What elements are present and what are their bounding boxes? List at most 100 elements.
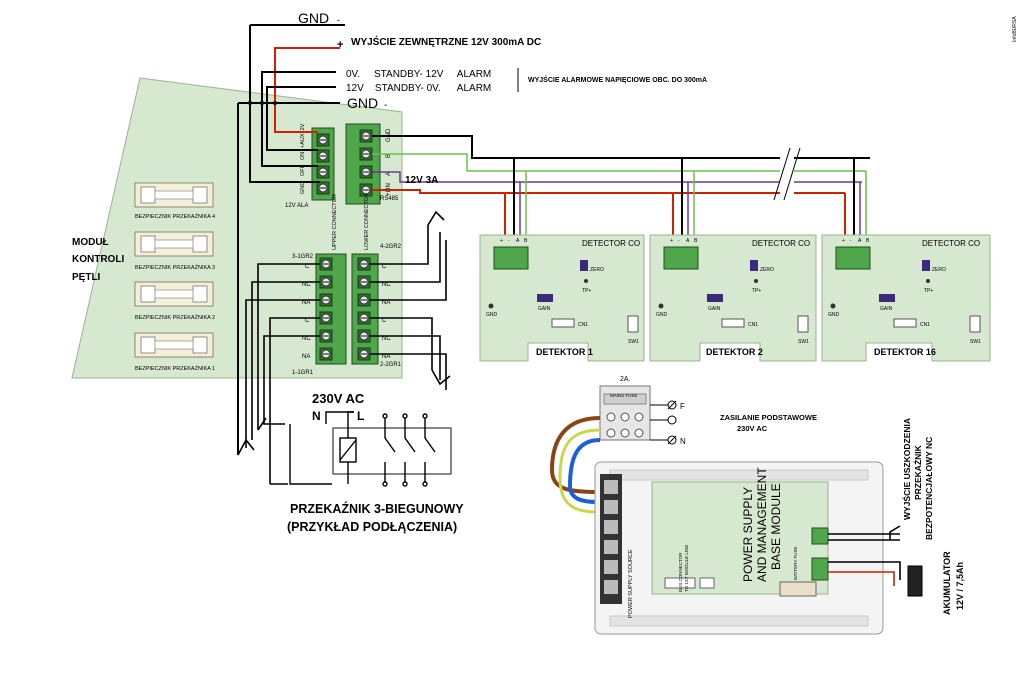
mains-n-label: N xyxy=(680,437,686,446)
mains-f-label: F xyxy=(680,402,685,411)
bus-connector-line1: BUS CONNECTOR xyxy=(678,552,683,592)
relay-right-label-4: C xyxy=(382,318,387,324)
detector-name-16: DETEKTOR 16 xyxy=(874,347,936,357)
detector-2-tp: TP+ xyxy=(752,288,761,294)
relay-left-label-2: NC xyxy=(302,282,311,288)
bus-connector-line2: TO 1ST MODULE LINE xyxy=(684,545,689,592)
aux-terminal-label-1: +AUX12V xyxy=(300,123,306,148)
battery-line2: 12V / 7,5Ah xyxy=(955,562,965,610)
relay-right-label-1: C xyxy=(382,264,387,270)
relay-left-label-5: NC xyxy=(302,336,311,342)
detector-1-gain: GAIN xyxy=(538,306,551,312)
top-wires xyxy=(237,24,345,455)
mains-supply-line1: ZASILANIE PODSTAWOWE xyxy=(720,413,817,422)
mains-fuse-label: MAINS FUSE xyxy=(610,393,638,398)
detector-16-terminal-minus: - xyxy=(850,238,852,244)
fault-output-line2: PRZEKAŹNIK xyxy=(913,444,923,500)
aux-terminal-label-4: GND xyxy=(300,182,306,194)
detector-16-sw1: SW1 xyxy=(970,339,981,345)
fuse-label-1: BEZPIECZNIK PRZEKAŹNIKA 1 xyxy=(135,365,215,372)
detector-1-terminal-plus: + xyxy=(500,238,503,244)
detector-2-terminal-b: B xyxy=(694,238,698,244)
detector-16-tp: TP+ xyxy=(924,288,933,294)
detector-16-gain: GAIN xyxy=(880,306,893,312)
detector-2-gnd: GND xyxy=(656,312,668,318)
aux-terminal-label-2: ON xyxy=(300,152,306,160)
detector-2-sw1: SW1 xyxy=(798,339,809,345)
gr-label-3-1: 3-1GR2 xyxy=(292,254,314,260)
battery-fuse-label: BATTERY FUSE xyxy=(793,546,798,580)
relay-terminal-block-right xyxy=(351,253,379,365)
gnd-second-label: GND xyxy=(347,95,378,111)
watermark: InfoBURSA xyxy=(1012,16,1018,42)
fuse-holder-4 xyxy=(134,182,214,208)
mains-supply-line2: 230V AC xyxy=(737,424,768,433)
rs485-terminal-label-3: A xyxy=(386,172,392,176)
detector-2-cn1: CN1 xyxy=(748,322,758,328)
mains-terminals xyxy=(650,400,677,445)
fault-output-line1: WYJŚCIE USZKODZENIA xyxy=(901,418,912,520)
relay-supply-label: 230V AC xyxy=(312,391,365,406)
detector-2-gain: GAIN xyxy=(708,306,721,312)
detector-title-2: DETECTOR CO xyxy=(752,239,810,248)
relay-caption-line2: (PRZYKŁAD PODŁĄCZENIA) xyxy=(287,520,457,534)
psu-supply-source: POWER SUPPLY SOURCE xyxy=(628,549,634,618)
detector-board-2: DETECTOR CO + - A B ZERO TP+ GND GAIN CN… xyxy=(649,234,817,362)
relay-left-label-3: NA xyxy=(302,300,310,306)
detector-2-zero: ZERO xyxy=(760,267,774,273)
line-12v-label: 12V 3A xyxy=(405,175,438,186)
fault-output-line3: BEZPOTENCJAŁOWY NC xyxy=(924,437,934,540)
relay-right-label-6: NA xyxy=(382,354,390,360)
psu-module-line2: AND MANAGEMENT xyxy=(755,467,769,582)
plus-sign: + xyxy=(337,39,343,51)
detector-16-gnd: GND xyxy=(828,312,840,318)
bus-break-mark-2 xyxy=(783,147,801,201)
three-pole-relay xyxy=(289,411,452,487)
fuse-holder-2 xyxy=(134,281,214,307)
detector-2-terminal-a: A xyxy=(686,238,690,244)
mains-cables xyxy=(549,416,601,514)
psu-enclosure xyxy=(594,461,884,635)
module-title-line1: MODUŁ xyxy=(72,237,109,248)
gnd-top-minus: - xyxy=(337,15,340,25)
detector-1-zero: ZERO xyxy=(590,267,604,273)
detector-1-terminal-b: B xyxy=(524,238,528,244)
relay-right-label-5: NC xyxy=(382,336,391,342)
detector-name-2: DETEKTOR 2 xyxy=(706,347,763,357)
gr-label-1-1: 1-1GR1 xyxy=(292,370,314,376)
detector-title-16: DETECTOR CO xyxy=(922,239,980,248)
fuse-label-4: BEZPIECZNIK PRZEKAŹNIKA 4 xyxy=(135,213,215,220)
detector-board-16: DETECTOR CO + - A B ZERO TP+ GND GAIN CN… xyxy=(821,234,991,362)
relay-left-label-6: NA xyxy=(302,354,310,360)
gr-label-4-2: 4-2GR2 xyxy=(380,244,402,250)
detector-1-terminal-a: A xyxy=(516,238,520,244)
relay-right-label-2: NC xyxy=(382,282,391,288)
psu-module-line1: POWER SUPPLY xyxy=(741,487,755,582)
psu-module-line3: BASE MODULE xyxy=(769,483,783,570)
fuse-holder-1 xyxy=(134,332,214,358)
detector-title-1: DETECTOR CO xyxy=(582,239,640,248)
bus-break-mark-1 xyxy=(773,147,791,201)
relay-wires xyxy=(237,210,451,485)
rs485-label: RS485 xyxy=(380,196,399,202)
gnd-second-minus: - xyxy=(384,100,387,111)
rs485-bus xyxy=(372,135,870,236)
mains-fuse-block xyxy=(599,385,651,441)
detector-name-1: DETEKTOR 1 xyxy=(536,347,593,357)
relay-n-label: N xyxy=(312,409,321,423)
fault-battery-wires xyxy=(828,525,901,586)
detector-16-terminal-b: B xyxy=(866,238,870,244)
detector-2-terminal-plus: + xyxy=(670,238,673,244)
module-title-line3: PĘTLI xyxy=(72,272,101,283)
alarm-row-1: 0V. STANDBY- 12V ALARM xyxy=(346,69,491,80)
lower-connector-label: LOWER CONNECTOR xyxy=(364,193,370,250)
module-title-line2: KONTROLI xyxy=(72,254,124,265)
detector-16-terminal-a: A xyxy=(858,238,862,244)
detector-16-cn1: CN1 xyxy=(920,322,930,328)
relay-left-label-4: C xyxy=(305,318,310,324)
fuse-holder-3 xyxy=(134,231,214,257)
external-output-label: WYJŚCIE ZEWNĘTRZNE 12V 300mA DC xyxy=(351,35,541,48)
fuse-rating: 2A. xyxy=(620,376,631,383)
relay-caption-line1: PRZEKAŹNIK 3-BIEGUNOWY xyxy=(290,501,464,516)
gnd-top-label: GND xyxy=(298,10,329,26)
